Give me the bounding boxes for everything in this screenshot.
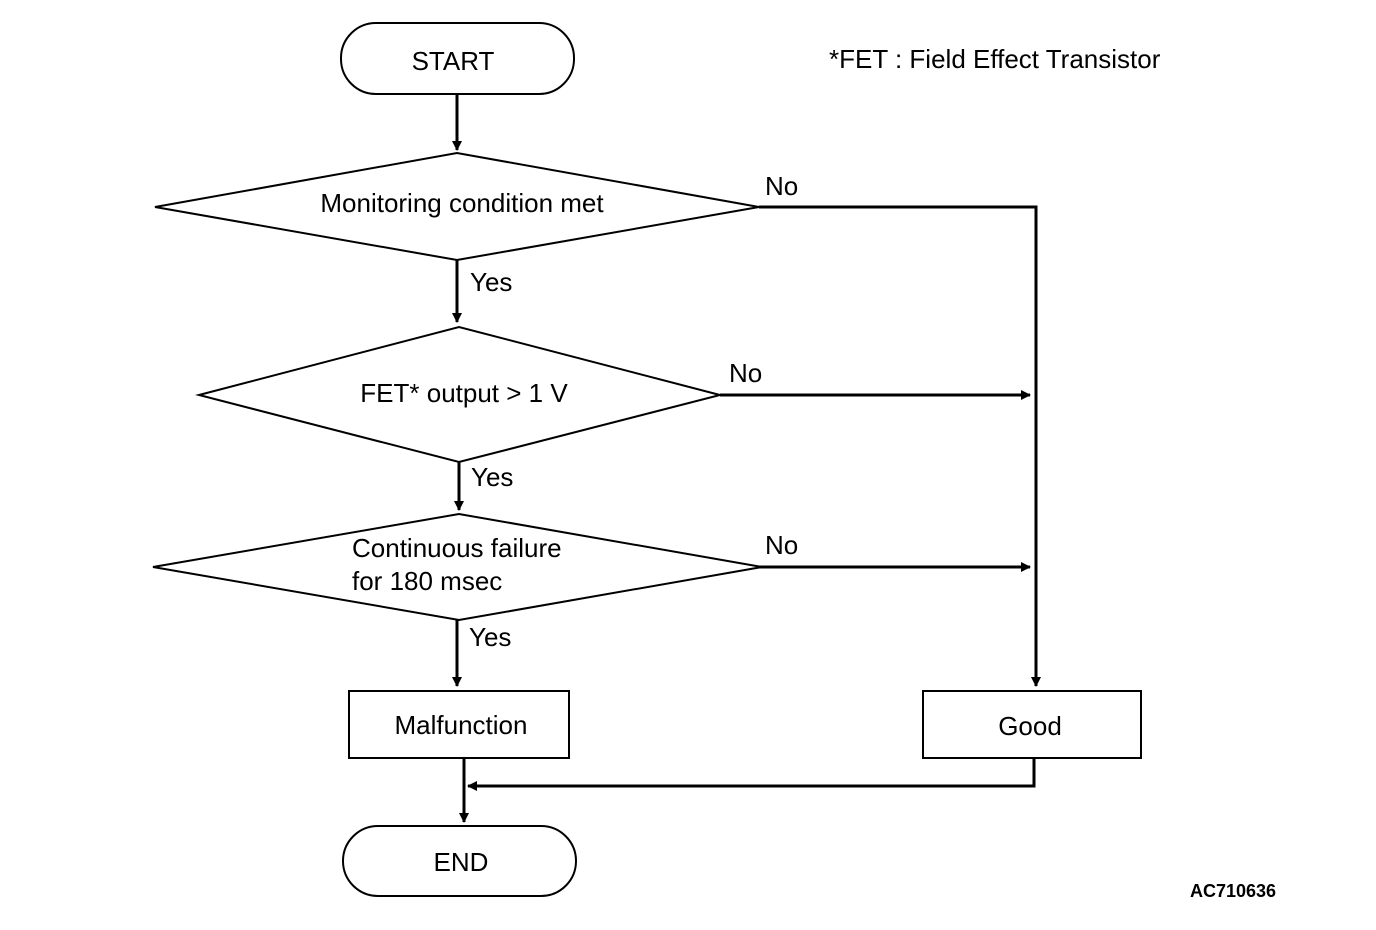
malfunction-node: Malfunction xyxy=(348,690,570,759)
decision-continuous-failure: Continuous failure for 180 msec xyxy=(152,512,763,622)
label-continuous-yes: Yes xyxy=(469,622,511,652)
decision-fet-label: FET* output > 1 V xyxy=(360,378,568,408)
edge-good-to-end xyxy=(467,758,1036,791)
decision-monitoring-condition: Monitoring condition met xyxy=(154,151,760,262)
connectors xyxy=(452,94,1041,823)
end-label: END xyxy=(434,847,489,877)
fet-footnote: *FET : Field Effect Transistor xyxy=(829,44,1161,74)
decision-continuous-label-line-1: Continuous failure xyxy=(352,533,562,563)
start-label: START xyxy=(412,46,495,76)
figure-code: AC710636 xyxy=(1190,881,1276,901)
decision-monitoring-label: Monitoring condition met xyxy=(320,188,604,218)
decision-fet-output: FET* output > 1 V xyxy=(195,325,724,464)
label-continuous-no: No xyxy=(765,530,798,560)
label-monitoring-no: No xyxy=(765,171,798,201)
label-fet-no: No xyxy=(729,358,762,388)
edge-monitoring-no xyxy=(759,205,1041,687)
decision-continuous-label-line-2: for 180 msec xyxy=(352,566,502,596)
label-monitoring-yes: Yes xyxy=(470,267,512,297)
end-node: END xyxy=(342,825,577,897)
good-node: Good xyxy=(922,690,1142,759)
label-fet-yes: Yes xyxy=(471,462,513,492)
edge-labels: No Yes No Yes No Yes xyxy=(469,171,798,652)
good-label: Good xyxy=(998,711,1062,741)
start-node: START xyxy=(340,22,575,95)
malfunction-label: Malfunction xyxy=(395,710,528,740)
